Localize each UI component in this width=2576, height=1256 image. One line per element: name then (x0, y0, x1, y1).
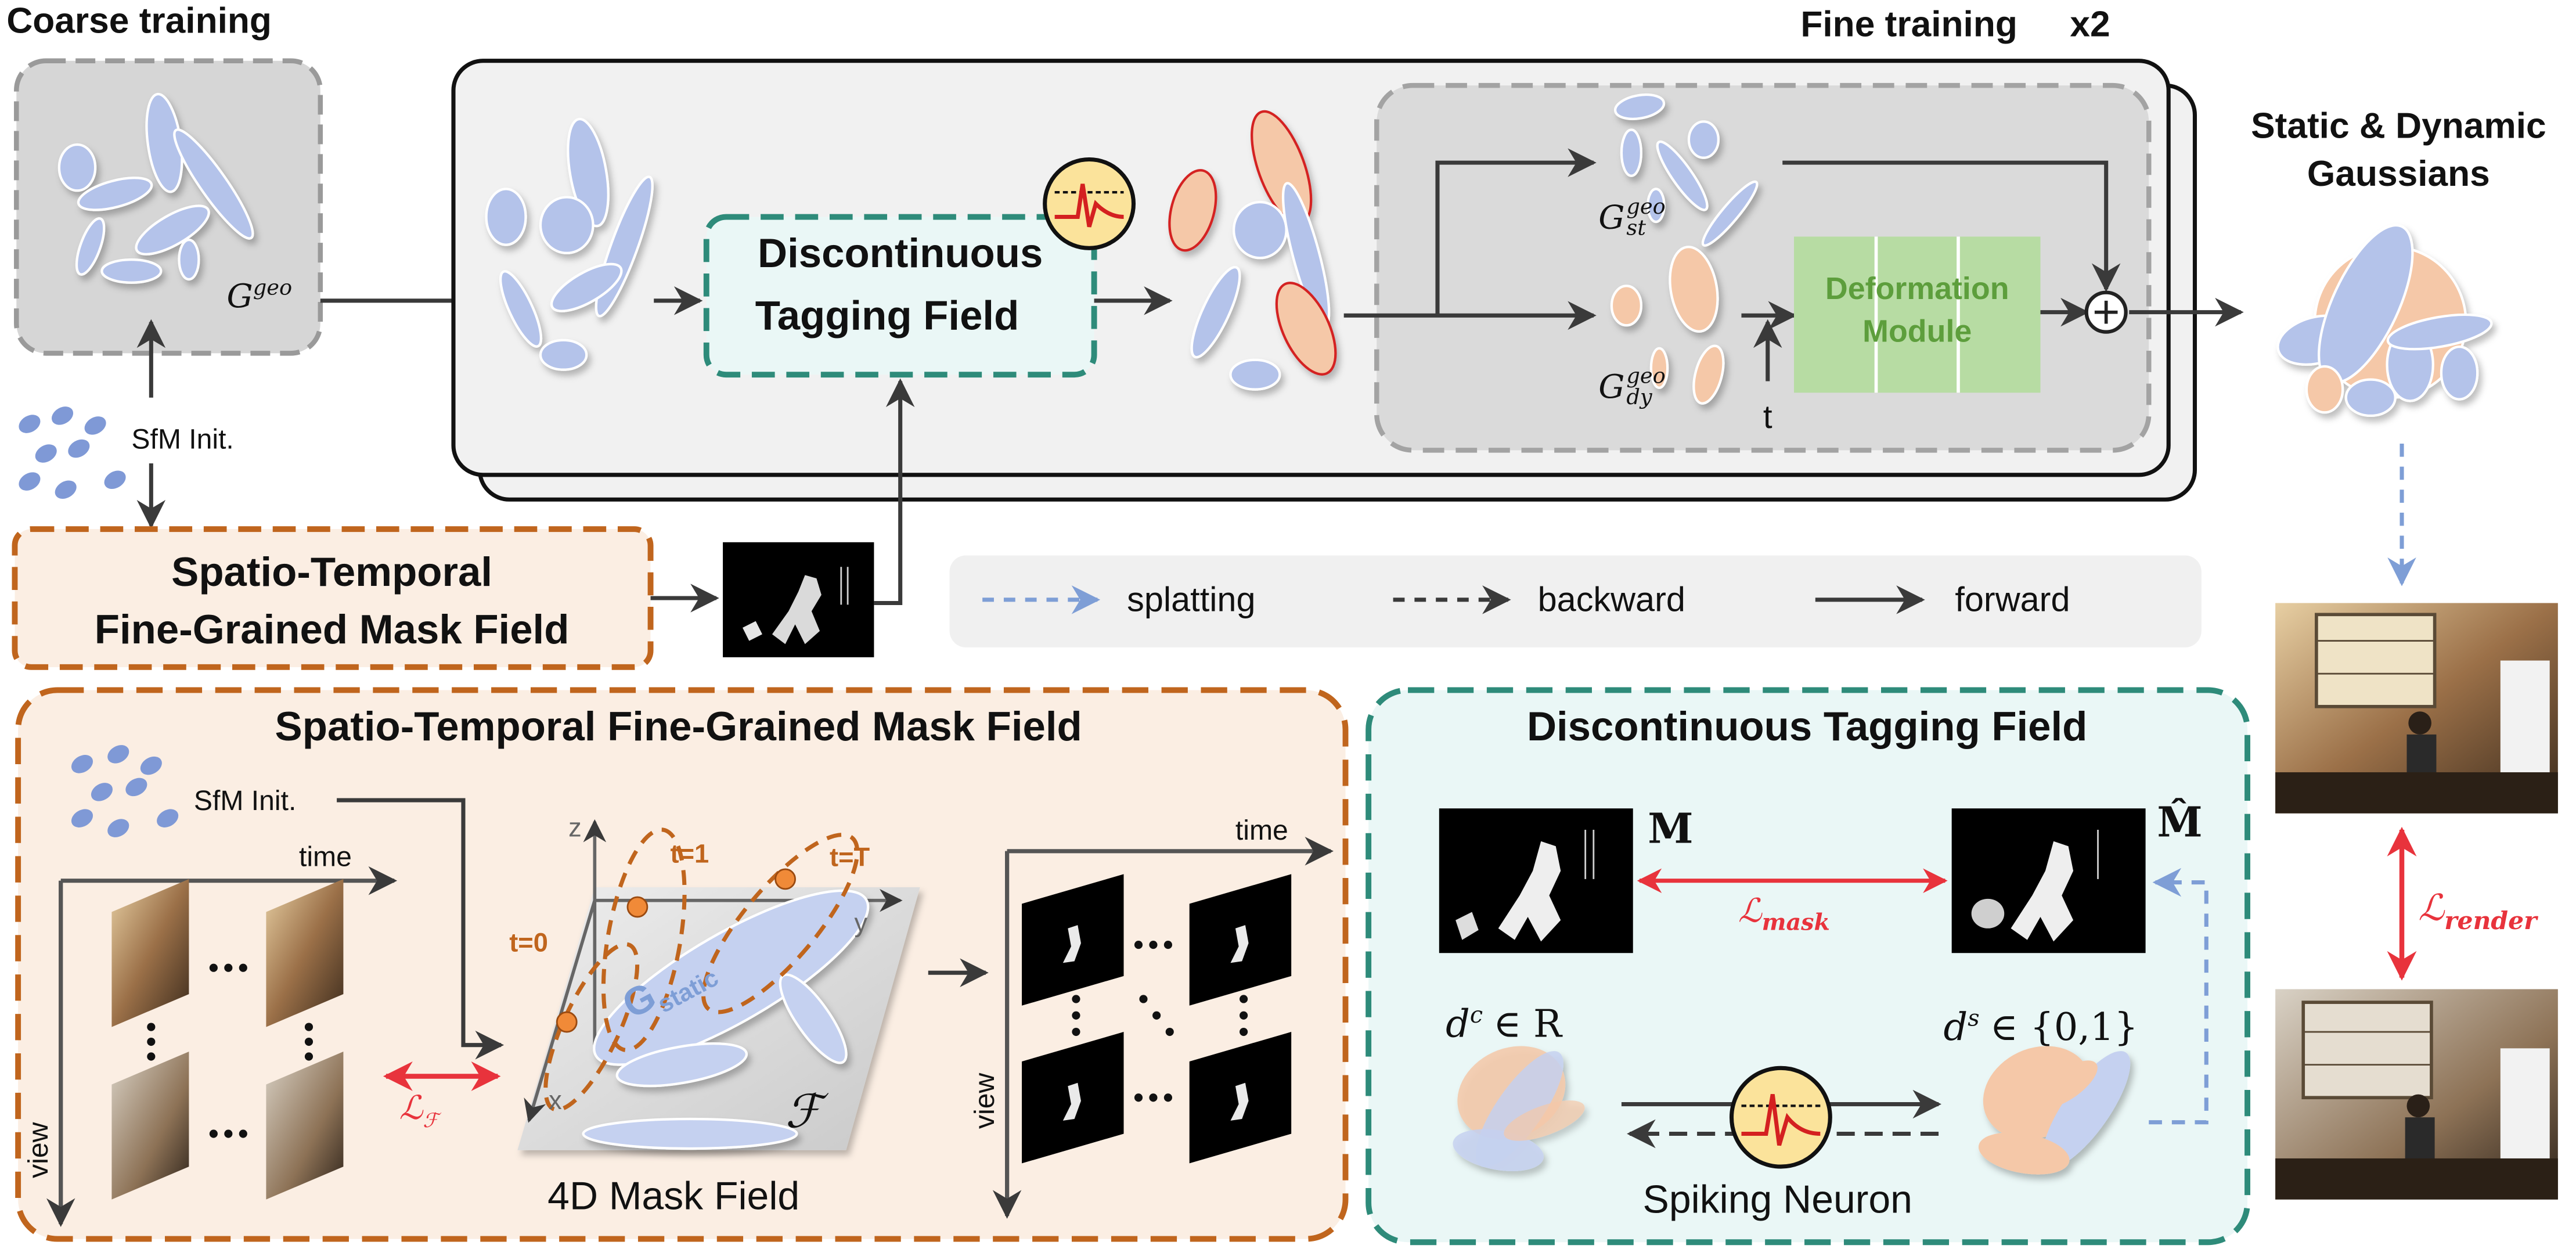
tT-label: t=T (829, 844, 870, 873)
mask-M-hat (1951, 808, 2146, 953)
binary-gaussians (1978, 1046, 2131, 1175)
mask-frames-detail (1062, 925, 1249, 1121)
view-label-left: view (23, 1122, 55, 1178)
legend (949, 555, 2202, 647)
mask-grid-axes (992, 837, 1334, 1219)
mask-M (1439, 808, 1633, 953)
video-grid-axes (46, 866, 398, 1228)
t-label: t (1763, 400, 1772, 437)
tagged-gaussians (1168, 110, 1337, 391)
coarse-training-box (14, 58, 323, 356)
right-panel-title: Discontinuous Tagging Field (1526, 704, 2088, 750)
dynamic-gaussians-mid (1610, 246, 1725, 405)
legend-forward: forward (1955, 581, 2070, 620)
axis-y-label: y (854, 910, 868, 938)
output-gaussians (2276, 224, 2493, 418)
splat-to-mhat-arrow (2149, 868, 2208, 1125)
static-gaussians-mid (1613, 93, 1759, 247)
t0-label: t=0 (509, 930, 548, 958)
mask-mhat-label: M̂ (2157, 798, 2203, 847)
coarse-training-title: Coarse training (6, 0, 272, 41)
left-panel-title: Spatio-Temporal Fine-Grained Mask Field (275, 704, 1082, 750)
video-grid-dots (147, 963, 314, 1138)
g-geo-label: Ggeo (226, 276, 293, 316)
ds-label: ds ∈ {0,1} (1943, 1006, 2138, 1050)
legend-splatting: splatting (1127, 581, 1256, 620)
sfm-init-top: SfM Init. (131, 424, 234, 455)
arrow-mask-to-dtf (874, 378, 915, 606)
mask-grid-dots (1072, 941, 1248, 1102)
mask-field-4d (517, 819, 920, 1150)
view-label-right: view (969, 1073, 1001, 1129)
sfm-to-field-arrow (337, 798, 505, 1060)
spiking-neuron-icon (1729, 1066, 1832, 1169)
sum-node (2084, 290, 2128, 334)
deformation-label-line1: Deformation (1825, 272, 2009, 308)
loss-render-label: ℒrender (2418, 888, 2537, 936)
continuous-gaussians (1453, 1046, 1585, 1171)
time-label-right: time (1235, 815, 1288, 847)
field-symbol: ℱ (785, 1084, 822, 1139)
coarse-gaussians (57, 92, 254, 284)
deformation-label-line2: Module (1862, 315, 1972, 350)
loss-f-label: ℒℱ (399, 1088, 439, 1132)
rendered-image-bottom (2275, 989, 2558, 1200)
gaussians-title: Gaussians (2307, 153, 2490, 194)
axis-z-label: z (568, 815, 582, 843)
mask-m-label: M (1648, 805, 1694, 853)
dtf-label-line1: Discontinuous (758, 231, 1043, 277)
stmf-top-line1: Spatio-Temporal (171, 549, 493, 596)
t1-label: t=1 (670, 841, 709, 869)
spiking-icon-top (1043, 157, 1136, 250)
sfm-points-top (19, 406, 126, 499)
dtf-box (703, 214, 1097, 378)
spiking-neuron-label: Spiking Neuron (1642, 1178, 1912, 1223)
branch-arrows (1343, 148, 2244, 382)
legend-backward: backward (1537, 581, 1685, 620)
mask-thumb-top (723, 542, 874, 657)
rendered-image-top (2275, 603, 2558, 814)
fine-gaussians-input (485, 117, 654, 371)
field-caption: 4D Mask Field (547, 1175, 800, 1219)
fine-training-mult: x2 (2070, 3, 2110, 45)
axis-x-label: x (549, 1088, 562, 1116)
static-dynamic-title: Static & Dynamic (2251, 105, 2546, 146)
time-label-left: time (299, 841, 352, 873)
sfm-init-left: SfM Init. (193, 785, 297, 817)
fine-training-title: Fine training (1800, 3, 2017, 45)
deformation-module (1794, 236, 2041, 393)
video-frames (111, 879, 344, 1200)
dc-label: dc ∈ R (1446, 1003, 1562, 1047)
loss-mask-label: ℒmask (1738, 890, 1830, 937)
dtf-label-line2: Tagging Field (755, 293, 1019, 340)
sfm-points-left (71, 745, 179, 837)
stmf-top-line2: Fine-Grained Mask Field (94, 607, 570, 653)
stmf-box-top (12, 526, 654, 670)
